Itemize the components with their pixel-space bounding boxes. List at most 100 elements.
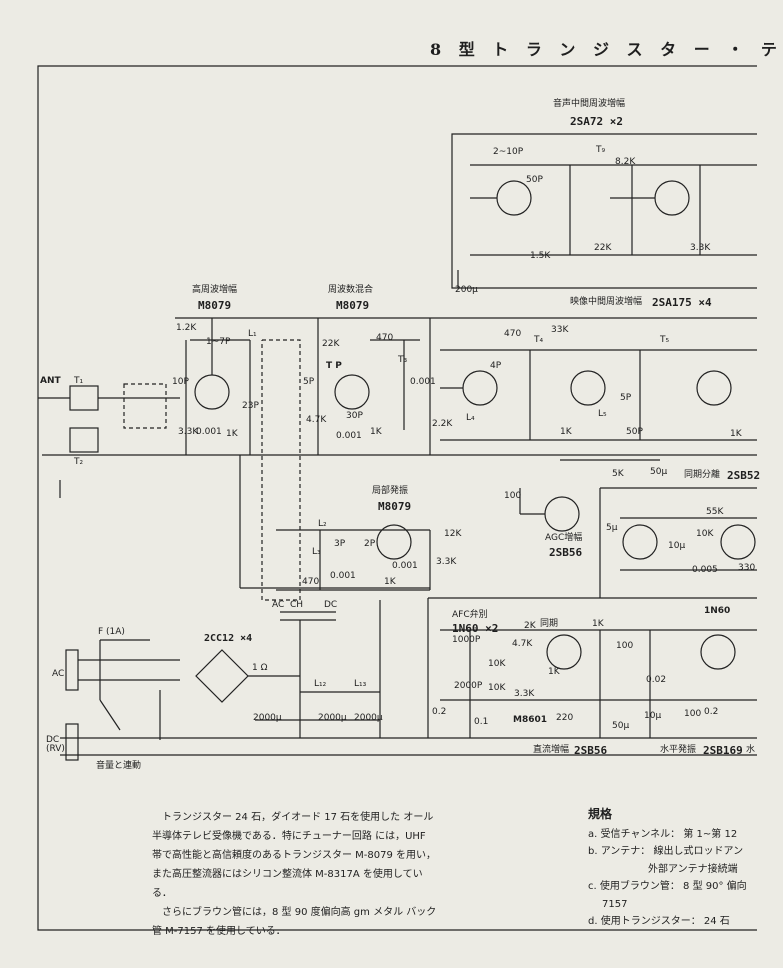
comp-value: 0.001: [410, 377, 436, 387]
local-osc-part: M8079: [378, 500, 412, 513]
comp-value: 1~7P: [206, 337, 231, 347]
spec-item: d. 使用トランジスター： 24 石: [588, 916, 730, 927]
comp-value: 12K: [444, 529, 462, 539]
rectifier-label: 2CC12 ×4: [204, 633, 253, 644]
t4-label: T₄: [534, 335, 544, 345]
dc-amp-label: 直流増幅: [533, 745, 570, 755]
l1-label: L₁: [248, 329, 257, 339]
comp-value: 3.3K: [178, 427, 199, 437]
mixer-part: M8079: [336, 299, 370, 312]
sync-sep-label: 同期分離: [684, 470, 721, 480]
comp-value: 1.2K: [176, 323, 197, 333]
specs-heading: 規格: [588, 807, 613, 821]
c-2000u-1: 2000μ: [253, 713, 282, 723]
comp-value: 0.2: [704, 707, 719, 717]
comp-value: 1K: [560, 427, 572, 437]
l12-label: L₁₂: [314, 679, 327, 689]
t1-label: T₁: [74, 376, 84, 386]
comp-value: 4.7K: [512, 639, 533, 649]
comp-value: 100: [504, 491, 522, 501]
comp-value: 5K: [612, 469, 624, 479]
fuse-label: F (1A): [98, 627, 125, 637]
comp-value: 50P: [526, 175, 543, 185]
comp-value: 50μ: [612, 721, 630, 731]
comp-value: 470: [302, 577, 320, 587]
one-ohm-label: 1 Ω: [252, 663, 268, 673]
comp-value: 3.3K: [436, 557, 457, 567]
l4-label: L₄: [466, 413, 475, 423]
ant-label: ANT: [40, 376, 61, 386]
comp-value: 0.001: [336, 431, 362, 441]
comp-value: 0.001: [392, 561, 418, 571]
l2-label: L₂: [318, 519, 327, 529]
comp-value: 0.001: [330, 571, 356, 581]
comp-value: 3P: [334, 539, 346, 549]
afc-part: 1N60 ×2: [452, 622, 499, 635]
comp-value: 10μ: [668, 541, 686, 551]
comp-value: 2~10P: [493, 147, 524, 157]
comp-value: 1K: [730, 429, 742, 439]
comp-value: 1K: [370, 427, 382, 437]
comp-value: 4.7K: [306, 415, 327, 425]
agc-part: 2SB56: [549, 546, 583, 559]
comp-value: 8.2K: [615, 157, 636, 167]
comp-value: 220: [556, 713, 574, 723]
volume-switch-label: 音量と連動: [96, 761, 142, 771]
c-2000u-3: 2000μ: [354, 713, 383, 723]
comp-value: 5P: [303, 377, 315, 387]
t2-label: T₂: [74, 457, 84, 467]
dc-amp-part: 2SB56: [574, 744, 608, 757]
comp-value: 100: [616, 641, 634, 651]
comp-value: 3.3K: [690, 243, 711, 253]
comp-value: 0.2: [432, 707, 447, 717]
comp-value: 50P: [626, 427, 643, 437]
circuit-schematic: [37, 65, 757, 931]
specs: 規格 a. 受信チャンネル： 第 1~第 12 b. アンテナ： 線出し式ロッド…: [588, 806, 763, 931]
comp-value: 2000P: [454, 681, 483, 691]
comp-value: 2K: [524, 621, 536, 631]
sync-label: 同期: [540, 619, 559, 629]
spec-item: 外部アンテナ接続端: [648, 863, 738, 875]
comp-value: 33K: [551, 325, 569, 335]
rf-amp-part: M8079: [198, 299, 232, 312]
dc-terminal: DC: [324, 600, 338, 610]
afc-label: AFC弁別: [452, 610, 488, 620]
comp-value: 1.5K: [530, 251, 551, 261]
dc-rv-label: DC (RV): [46, 735, 65, 754]
c-200u-label: 200μ: [455, 285, 478, 295]
comp-value: 1K: [548, 667, 560, 677]
comp-value: 4P: [490, 361, 502, 371]
spec-item: 7157: [602, 898, 628, 910]
comp-value: 1000P: [452, 635, 481, 645]
rf-amp-label: 高周波増幅: [192, 285, 238, 295]
t3-label: T₃: [398, 355, 408, 365]
comp-value: 30P: [346, 411, 363, 421]
comp-value: 0.001: [196, 427, 222, 437]
comp-value: 470: [376, 333, 394, 343]
comp-value: 10K: [488, 659, 506, 669]
comp-value: 5P: [620, 393, 632, 403]
comp-value: 1K: [592, 619, 604, 629]
comp-value: 100: [684, 709, 702, 719]
comp-value: 22K: [594, 243, 612, 253]
comp-value: 0.1: [474, 717, 489, 727]
sound-if-label: 音声中間周波増幅: [553, 99, 626, 109]
h-osc-label: 水平発振: [660, 745, 697, 755]
ac-terminal: AC: [272, 600, 285, 610]
tp-label: T P: [326, 361, 342, 371]
l3-label: L₃: [312, 547, 321, 557]
comp-value: 10K: [696, 529, 714, 539]
video-if-part: 2SA175 ×4: [652, 296, 712, 309]
comp-value: 1K: [226, 429, 238, 439]
comp-value: 23P: [242, 401, 259, 411]
comp-value: 0.02: [646, 675, 667, 685]
spec-item: c. 使用ブラウン管： 8 型 90° 偏向: [588, 881, 747, 892]
page-title: 8 型 ト ラ ン ジ ス タ ー ・ テ: [430, 40, 783, 59]
agc-label: AGC増幅: [545, 533, 583, 543]
h-osc-part: 2SB169: [703, 744, 743, 757]
ac-label: AC: [52, 669, 65, 679]
n1n60-label: 1N60: [704, 606, 731, 616]
l13-label: L₁₃: [354, 679, 367, 689]
comp-value: 10μ: [644, 711, 662, 721]
comp-value: 10P: [172, 377, 189, 387]
